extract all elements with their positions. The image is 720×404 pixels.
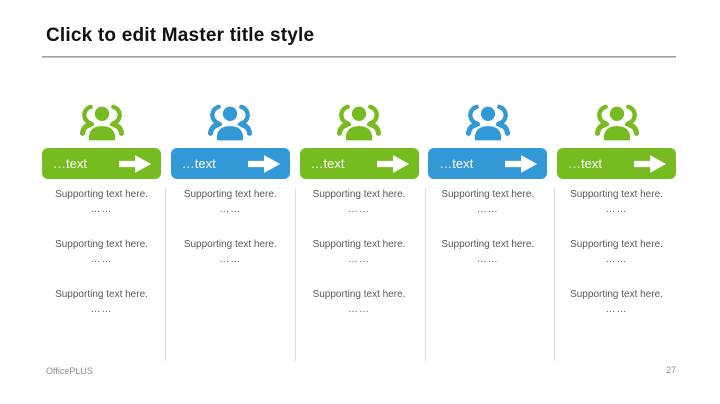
note-text: Supporting text here. — [312, 289, 406, 300]
arrow-right-icon — [505, 154, 538, 174]
note-text: Supporting text here. — [441, 189, 535, 200]
people-group-icon — [204, 100, 256, 144]
note-entry: Supporting text here. …… — [300, 239, 419, 266]
note-entry: Supporting text here. …… — [42, 289, 161, 316]
step-banner[interactable]: …text — [170, 148, 290, 179]
step-banner[interactable]: …text — [42, 148, 161, 179]
note-entry: Supporting text here. …… — [42, 189, 161, 216]
note-dots: …… — [605, 204, 628, 215]
banner-label: …text — [439, 156, 474, 171]
people-group-icon — [333, 100, 385, 144]
note-text: Supporting text here. — [55, 189, 148, 200]
note-entry: Supporting text here. …… — [300, 189, 419, 216]
arrow-right-icon — [119, 154, 152, 174]
note-text: Supporting text here. — [570, 189, 663, 200]
note-entry: Supporting text here. …… — [557, 239, 676, 266]
step-column-2: …text Supporting text here. …… Supportin… — [170, 100, 290, 339]
people-group-icon — [462, 100, 514, 144]
note-text: Supporting text here. — [312, 189, 406, 200]
step-banner[interactable]: …text — [428, 148, 548, 179]
note-text: Supporting text here. — [312, 239, 406, 250]
people-group-icon — [591, 100, 643, 144]
column-divider — [425, 188, 426, 361]
step-column-3: …text Supporting text here. …… Supportin… — [299, 100, 419, 339]
footer-brand: OfficePLUS — [46, 366, 93, 376]
note-dots: …… — [219, 254, 242, 265]
notes-area[interactable]: Supporting text here. …… Supporting text… — [557, 189, 676, 339]
note-dots: …… — [90, 304, 113, 315]
notes-area[interactable]: Supporting text here. …… Supporting text… — [428, 189, 547, 289]
arrow-right-icon — [376, 154, 410, 174]
note-dots: …… — [605, 254, 628, 265]
notes-area[interactable]: Supporting text here. …… Supporting text… — [42, 189, 161, 339]
note-dots: …… — [348, 254, 370, 265]
note-text: Supporting text here. — [183, 189, 277, 200]
note-entry: Supporting text here. …… — [428, 239, 547, 266]
note-text: Supporting text here. — [570, 289, 663, 300]
note-dots: …… — [476, 254, 499, 265]
note-text: Supporting text here. — [441, 239, 535, 250]
note-dots: …… — [476, 204, 499, 215]
note-entry: Supporting text here. …… — [557, 189, 676, 216]
arrow-right-icon — [634, 154, 667, 174]
page-number: 27 — [665, 365, 676, 375]
note-text: Supporting text here. — [570, 239, 663, 250]
title-divider-line — [42, 56, 676, 58]
note-text: Supporting text here. — [183, 239, 277, 250]
note-text: Supporting text here. — [55, 289, 148, 300]
notes-area[interactable]: Supporting text here. …… Supporting text… — [300, 189, 419, 339]
note-text: Supporting text here. — [55, 239, 148, 250]
note-entry: Supporting text here. …… — [300, 289, 419, 316]
banner-label: …text — [568, 156, 602, 171]
step-banner[interactable]: …text — [557, 148, 676, 179]
banner-label: …text — [310, 156, 345, 171]
process-columns: …text Supporting text here. …… Supportin… — [42, 100, 676, 339]
banner-label: …text — [53, 156, 87, 171]
step-column-1: …text Supporting text here. …… Supportin… — [42, 100, 161, 339]
note-entry: Supporting text here. …… — [428, 189, 547, 216]
slide-title-placeholder[interactable]: Click to edit Master title style — [46, 25, 315, 46]
note-dots: …… — [605, 304, 628, 315]
column-divider — [554, 188, 555, 361]
people-group-icon — [76, 100, 128, 144]
note-dots: …… — [348, 204, 370, 215]
note-dots: …… — [348, 304, 370, 315]
banner-label: …text — [181, 156, 216, 171]
note-entry: Supporting text here. …… — [557, 289, 676, 316]
note-dots: …… — [90, 254, 113, 265]
notes-area[interactable]: Supporting text here. …… Supporting text… — [171, 189, 290, 289]
note-entry: Supporting text here. …… — [42, 239, 161, 266]
step-column-4: …text Supporting text here. …… Supportin… — [428, 100, 548, 339]
column-divider — [165, 188, 166, 361]
note-dots: …… — [90, 204, 113, 215]
note-entry: Supporting text here. …… — [171, 239, 290, 266]
note-entry: Supporting text here. …… — [171, 189, 290, 216]
arrow-right-icon — [247, 154, 281, 174]
column-divider — [295, 188, 296, 361]
step-banner[interactable]: …text — [299, 148, 419, 179]
note-dots: …… — [219, 204, 242, 215]
step-column-5: …text Supporting text here. …… Supportin… — [557, 100, 676, 339]
